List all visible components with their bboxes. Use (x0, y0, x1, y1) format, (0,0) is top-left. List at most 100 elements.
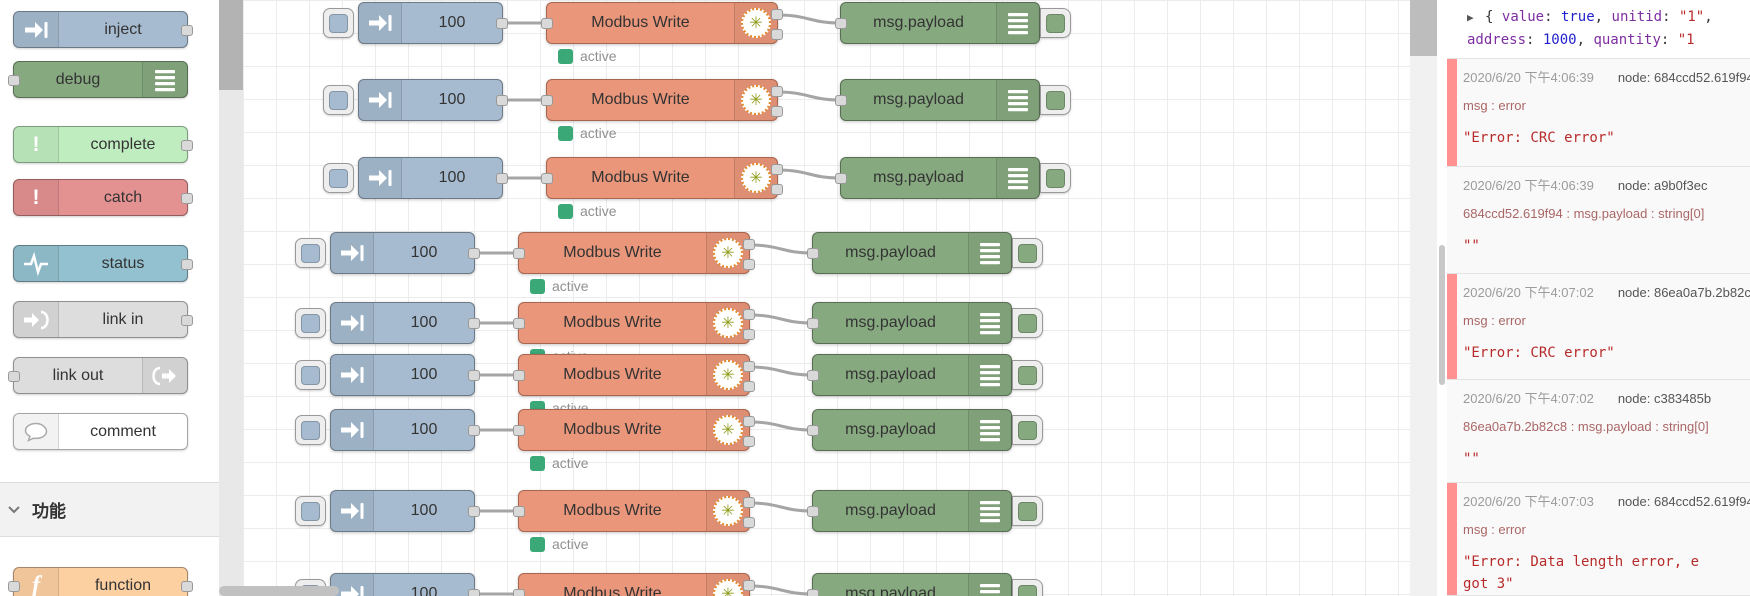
palette-item-comment[interactable]: comment (13, 413, 188, 450)
inject-button[interactable] (323, 163, 354, 193)
inject-node[interactable]: 100 (330, 354, 480, 396)
inject-node[interactable]: 100 (330, 409, 480, 451)
port-right[interactable] (181, 259, 193, 270)
debug-toggle-button[interactable] (1012, 238, 1043, 268)
debug-node[interactable]: msg.payload (807, 302, 1012, 344)
palette-item-debug[interactable]: debug (8, 61, 188, 98)
debug-node[interactable]: msg.payload (807, 232, 1012, 274)
port-right[interactable] (181, 140, 193, 151)
port-in[interactable] (807, 248, 819, 259)
inject-button[interactable] (295, 308, 326, 338)
port-in[interactable] (807, 318, 819, 329)
port-in[interactable] (835, 173, 847, 184)
port-out-1[interactable] (743, 416, 755, 427)
port-out-1[interactable] (771, 164, 783, 175)
port-in[interactable] (807, 425, 819, 436)
inject-button[interactable] (323, 8, 354, 38)
port-out-1[interactable] (771, 9, 783, 20)
debug-toggle-button[interactable] (1012, 360, 1043, 390)
wire[interactable] (777, 13, 841, 25)
wire[interactable] (749, 420, 813, 432)
modbus-write-node[interactable]: Modbus Write✳ (541, 2, 783, 44)
wire[interactable] (749, 584, 813, 596)
port-in[interactable] (513, 589, 525, 596)
debug-toggle-button[interactable] (1040, 8, 1071, 38)
port-right[interactable] (181, 193, 193, 204)
wire[interactable] (749, 501, 813, 513)
modbus-write-node[interactable]: Modbus Write✳ (513, 232, 755, 274)
port-in[interactable] (513, 506, 525, 517)
wire[interactable] (749, 313, 813, 325)
port-out[interactable] (468, 589, 480, 596)
inject-button[interactable] (295, 415, 326, 445)
expand-caret-icon[interactable]: ▶ (1467, 11, 1474, 24)
debug-node[interactable]: msg.payload (835, 79, 1040, 121)
inject-node[interactable]: 100 (358, 2, 508, 44)
port-out[interactable] (468, 248, 480, 259)
debug-toggle-button[interactable] (1040, 85, 1071, 115)
port-out-2[interactable] (743, 381, 755, 392)
palette-item-link-in[interactable]: link in (13, 301, 193, 338)
port-right[interactable] (181, 315, 193, 326)
modbus-write-node[interactable]: Modbus Write✳ (513, 490, 755, 532)
port-out-2[interactable] (743, 517, 755, 528)
inject-button[interactable] (295, 360, 326, 390)
port-in[interactable] (807, 506, 819, 517)
port-left[interactable] (8, 581, 20, 592)
port-in[interactable] (835, 95, 847, 106)
inject-button[interactable] (295, 238, 326, 268)
port-in[interactable] (513, 248, 525, 259)
port-out[interactable] (496, 95, 508, 106)
port-in[interactable] (513, 425, 525, 436)
wire[interactable] (749, 243, 813, 255)
port-in[interactable] (541, 173, 553, 184)
inject-node[interactable]: 100 (358, 157, 508, 199)
port-out-2[interactable] (743, 259, 755, 270)
modbus-write-node[interactable]: Modbus Write✳ (513, 409, 755, 451)
port-left[interactable] (8, 371, 20, 382)
canvas-scrollbar-thumb[interactable] (1410, 0, 1437, 56)
palette-scrollbar-thumb[interactable] (219, 0, 243, 90)
port-out-1[interactable] (743, 361, 755, 372)
port-right[interactable] (181, 581, 193, 592)
debug-node[interactable]: msg.payload (807, 573, 1012, 596)
port-out[interactable] (496, 18, 508, 29)
canvas-horizontal-scrollbar-thumb[interactable] (219, 586, 339, 596)
debug-toggle-button[interactable] (1040, 163, 1071, 193)
port-out-1[interactable] (771, 86, 783, 97)
inject-node[interactable]: 100 (330, 232, 480, 274)
debug-scrollbar[interactable] (1437, 0, 1447, 596)
port-left[interactable] (8, 75, 20, 86)
wire[interactable] (777, 90, 841, 102)
port-out-1[interactable] (743, 580, 755, 591)
palette-item-catch[interactable]: !catch (13, 179, 193, 216)
debug-node[interactable]: msg.payload (807, 409, 1012, 451)
port-in[interactable] (541, 18, 553, 29)
palette-item-link-out[interactable]: link out (8, 357, 188, 394)
debug-toggle-button[interactable] (1012, 415, 1043, 445)
port-in[interactable] (513, 370, 525, 381)
port-out[interactable] (468, 425, 480, 436)
inject-node[interactable]: 100 (358, 79, 508, 121)
modbus-write-node[interactable]: Modbus Write✳ (513, 354, 755, 396)
port-out-2[interactable] (771, 184, 783, 195)
palette-scrollbar[interactable] (219, 0, 243, 596)
port-out-2[interactable] (771, 29, 783, 40)
debug-toggle-button[interactable] (1012, 308, 1043, 338)
inject-node[interactable]: 100 (330, 490, 480, 532)
inject-node[interactable]: 100 (330, 302, 480, 344)
port-out[interactable] (496, 173, 508, 184)
port-in[interactable] (807, 589, 819, 596)
port-out-2[interactable] (743, 436, 755, 447)
port-in[interactable] (541, 95, 553, 106)
port-right[interactable] (181, 25, 193, 36)
inject-node[interactable]: 100 (330, 573, 480, 596)
port-in[interactable] (513, 318, 525, 329)
modbus-write-node[interactable]: Modbus Write✳ (541, 157, 783, 199)
inject-button[interactable] (295, 496, 326, 526)
port-in[interactable] (835, 18, 847, 29)
modbus-write-node[interactable]: Modbus Write✳ (513, 302, 755, 344)
port-out[interactable] (468, 370, 480, 381)
